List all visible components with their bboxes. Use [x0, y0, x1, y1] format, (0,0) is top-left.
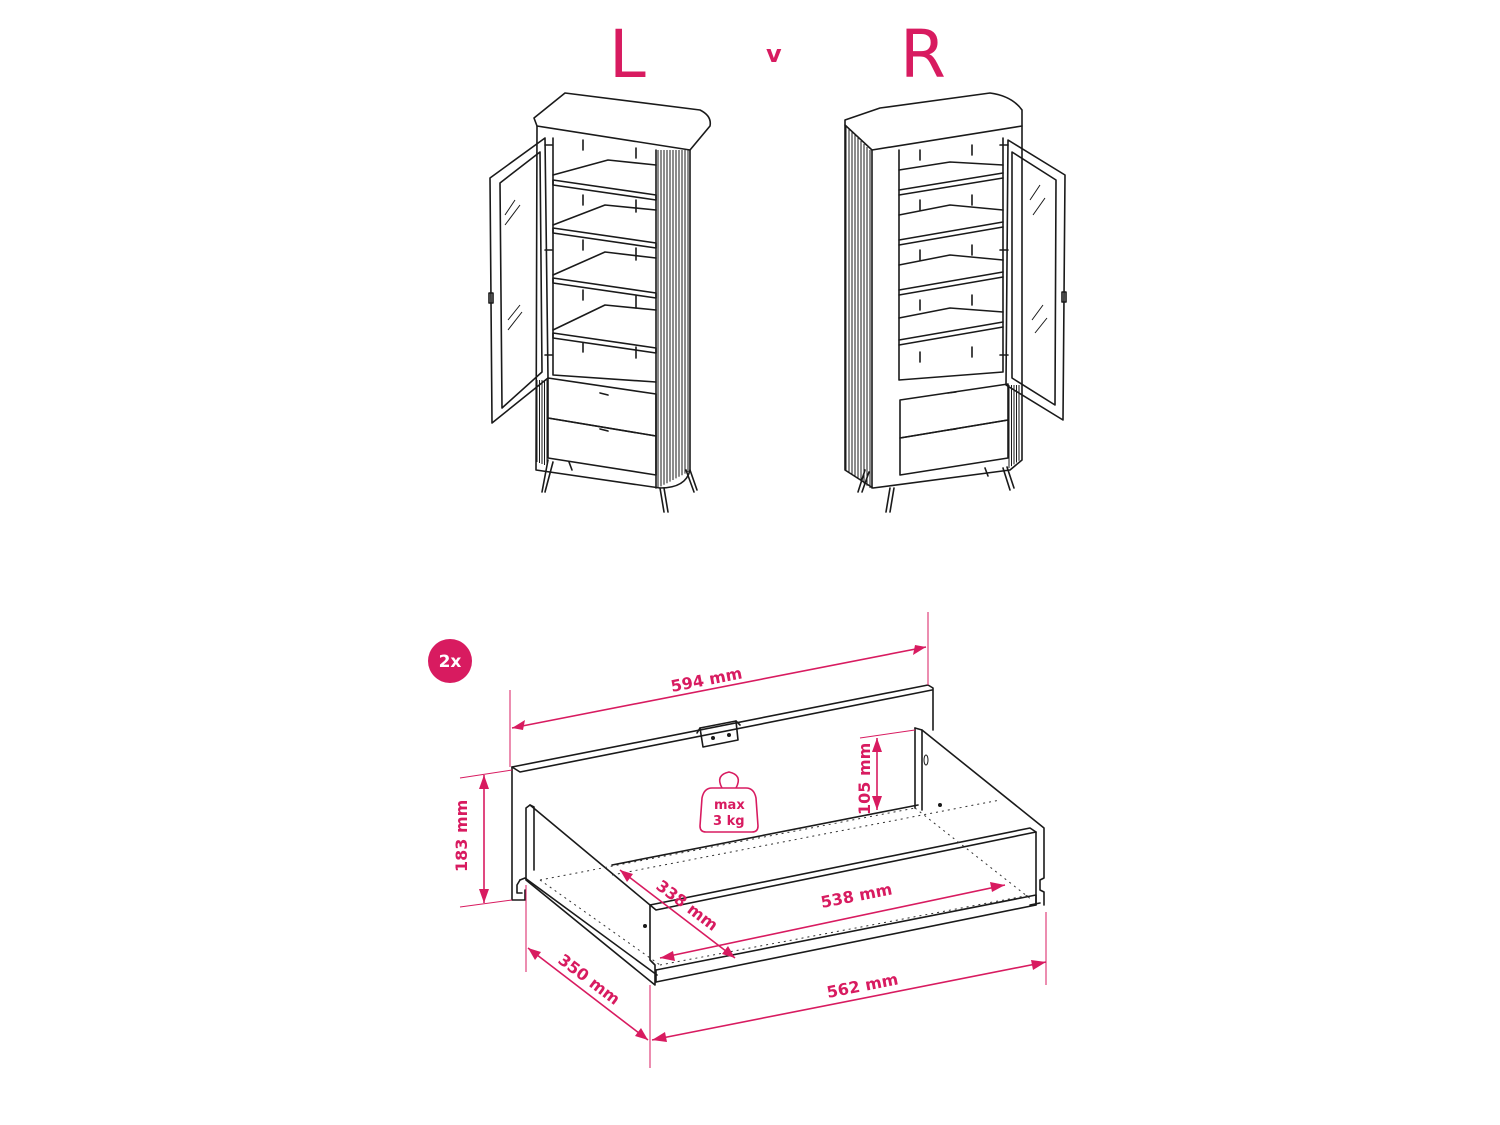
- dim-outer-width: 562 mm: [825, 969, 900, 1001]
- weight-icon: [699, 771, 759, 833]
- dim-inner-height: 105 mm: [855, 743, 874, 815]
- dim-total-width: 594 mm: [669, 663, 744, 695]
- dim-front-height: 183 mm: [452, 800, 471, 872]
- right-variant-label: R: [900, 16, 946, 93]
- weight-label-kg: 3 kg: [713, 814, 745, 829]
- dim-outer-depth: 350 mm: [555, 950, 624, 1009]
- quantity-badge: [428, 639, 472, 683]
- weight-label-max: max: [714, 798, 745, 813]
- dim-inner-width: 538 mm: [819, 879, 894, 911]
- dim-inner-depth: 338 mm: [653, 876, 722, 935]
- variant-separator: v: [766, 40, 782, 68]
- left-variant-label: L: [609, 16, 646, 93]
- quantity-badge-text: 2x: [439, 652, 462, 672]
